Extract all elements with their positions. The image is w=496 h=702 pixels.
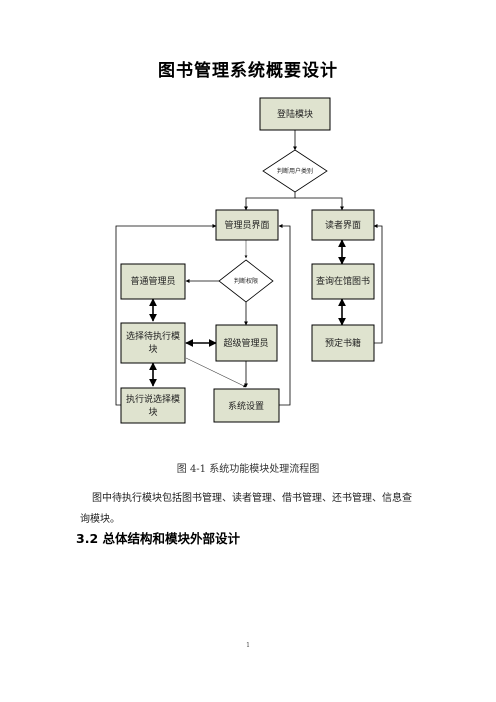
node-reader-ui-label: 读者界面 (325, 219, 361, 231)
flowchart: 登陆模块 判断用户类别 管理员界面 读者界面 判断权限 普通管理员 查询在馆图书… (115, 97, 383, 424)
node-login-label: 登陆模块 (277, 108, 313, 120)
node-reserve-books-label: 预定书籍 (325, 337, 361, 349)
node-normal-admin: 普通管理员 (120, 263, 186, 300)
node-exec-module: 执行说选择模 块 (120, 387, 186, 424)
node-system-settings: 系统设置 (213, 388, 280, 423)
node-query-books: 查询在馆图书 (311, 263, 375, 300)
figure-caption: 图 4-1 系统功能模块处理流程图 (176, 464, 320, 475)
node-admin-ui: 管理员界面 (215, 209, 279, 241)
node-super-admin-label: 超级管理员 (223, 337, 268, 349)
node-login: 登陆模块 (259, 97, 331, 131)
node-exec-module-label-2: 块 (148, 406, 157, 418)
page-number: 1 (246, 642, 250, 649)
node-super-admin: 超级管理员 (215, 324, 278, 362)
decision-user-type: 判断用户类别 (262, 149, 328, 193)
connectors (115, 130, 383, 406)
node-system-settings-label: 系统设置 (228, 400, 264, 412)
body-line-1: 图中待执行模块包括图书管理、读者管理、借书管理、还书管理、信息查 (92, 493, 412, 504)
body-paragraph: 图中待执行模块包括图书管理、读者管理、借书管理、还书管理、信息查 询模块。 (80, 488, 432, 530)
section-heading: 3.2 总体结构和模块外部设计 (76, 531, 240, 546)
node-select-module-label-1: 选择待执行模 (126, 330, 180, 342)
node-select-module-label-2: 块 (148, 343, 157, 355)
node-select-module: 选择待执行模 块 (120, 322, 186, 364)
node-normal-admin-label: 普通管理员 (130, 275, 175, 287)
decision-user-type-label: 判断用户类别 (277, 167, 313, 175)
body-line-2: 询模块。 (80, 514, 120, 525)
node-exec-module-label-1: 执行说选择模 (126, 393, 180, 405)
node-reserve-books: 预定书籍 (311, 324, 375, 362)
page-title: 图书管理系统概要设计 (158, 61, 338, 81)
node-reader-ui: 读者界面 (311, 209, 375, 241)
decision-permission: 判断权限 (218, 259, 274, 303)
node-admin-ui-label: 管理员界面 (224, 219, 269, 231)
node-query-books-label: 查询在馆图书 (316, 275, 370, 287)
decision-permission-label: 判断权限 (234, 277, 258, 285)
